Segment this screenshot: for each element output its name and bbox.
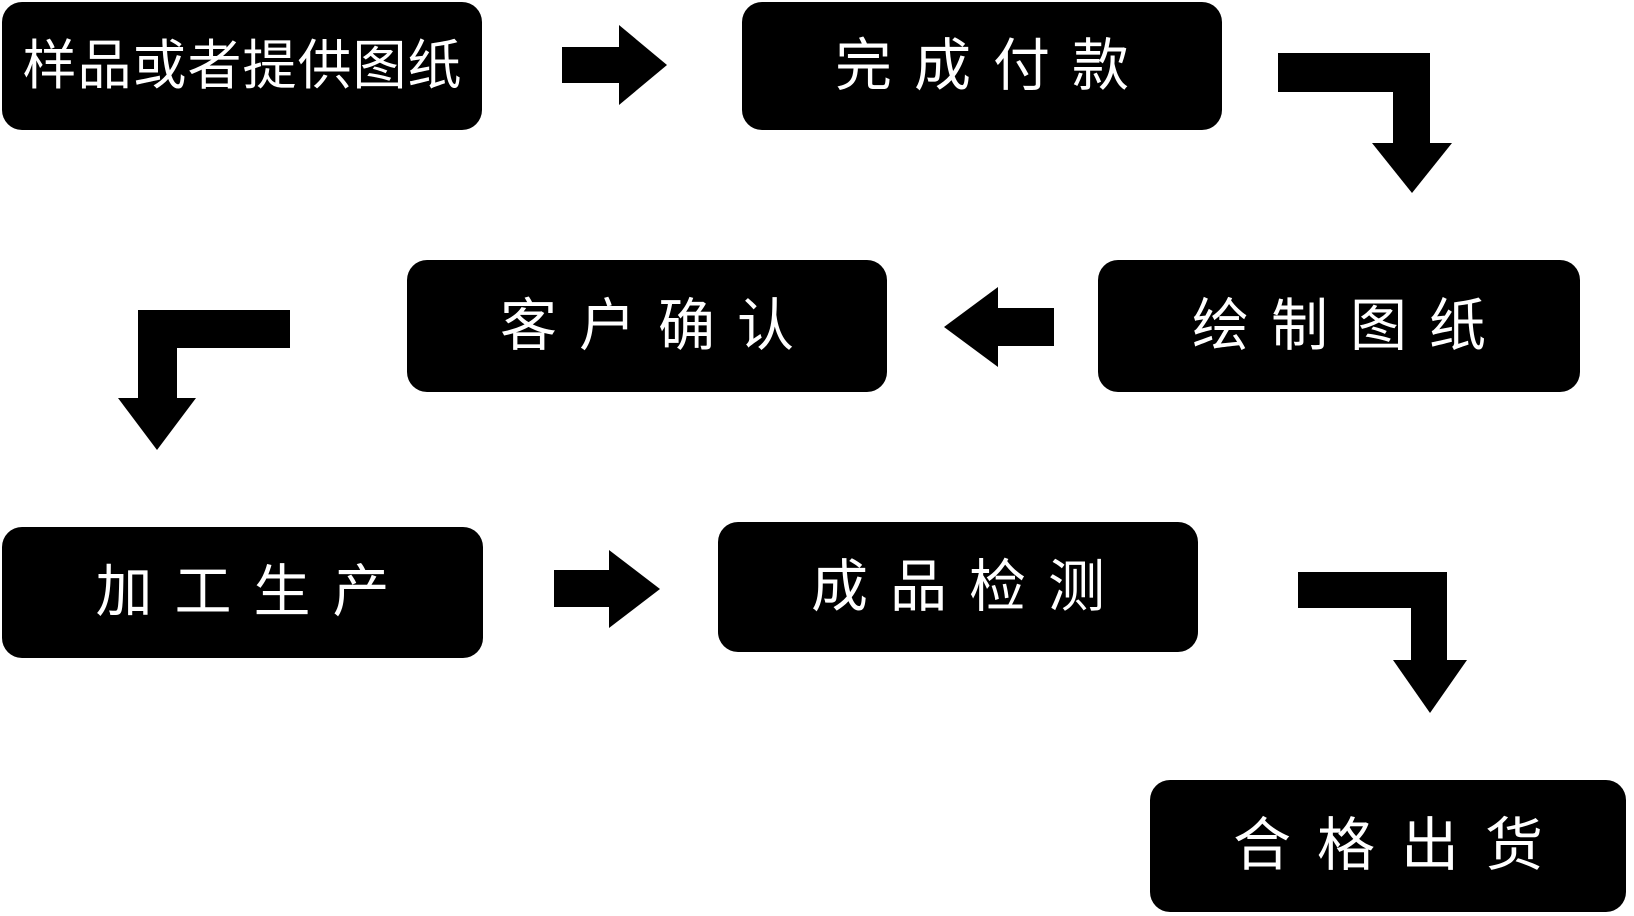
arrow-elbow-left-down-icon — [118, 310, 290, 450]
flow-node-inspection: 成品检测 — [718, 522, 1198, 652]
flow-node-customer-confirm: 客户确认 — [407, 260, 887, 392]
flow-node-shipment: 合格出货 — [1150, 780, 1626, 912]
flow-node-label: 完成付款 — [835, 33, 1151, 98]
flow-node-label: 样品或者提供图纸 — [22, 36, 463, 96]
flow-node-sample-or-drawing: 样品或者提供图纸 — [2, 2, 482, 130]
arrow-right-icon — [562, 25, 667, 105]
flow-node-payment: 完成付款 — [742, 2, 1222, 130]
arrow-left-icon — [944, 287, 1054, 367]
arrow-elbow-right-down-icon — [1298, 572, 1467, 713]
flow-node-draw-drawing: 绘制图纸 — [1098, 260, 1580, 392]
arrow-elbow-right-down-icon — [1278, 53, 1452, 193]
flow-node-label: 合格出货 — [1232, 813, 1569, 878]
flow-node-label: 客户确认 — [500, 293, 816, 358]
flow-node-label: 绘制图纸 — [1192, 293, 1508, 358]
flow-node-label: 加工生产 — [95, 560, 412, 624]
flow-node-production: 加工生产 — [2, 527, 483, 658]
arrow-right-icon — [554, 550, 660, 628]
flow-node-label: 成品检测 — [811, 554, 1127, 619]
